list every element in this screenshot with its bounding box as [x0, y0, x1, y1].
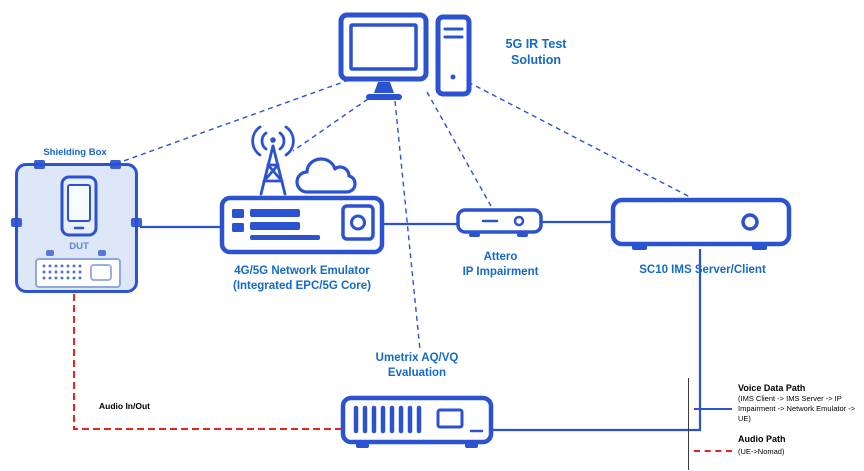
legend-audio-detail: (UE->Nomad) [738, 447, 785, 456]
antenna-tower-icon [251, 125, 295, 196]
shielding-box: DUT [11, 160, 142, 293]
tower-icon [435, 14, 472, 97]
attero-label-line2: IP Impairment [462, 265, 539, 278]
test-pc-icon [338, 12, 472, 100]
dut-phone-icon [60, 175, 98, 237]
monitor-icon [338, 12, 429, 100]
link-sc10-umetrix [492, 249, 702, 432]
network-emulator-icon [219, 195, 385, 255]
network-emulator-label-line1: 4G/5G Network Emulator [234, 265, 370, 277]
shieldbox-clamp [11, 218, 22, 227]
test-solution-label: 5G IR Test Solution [481, 36, 591, 68]
audio-interface-panel [35, 258, 121, 288]
link-pc-emulator [292, 98, 369, 152]
link-pc-sc10 [467, 81, 691, 198]
legend-audio-title: Audio Path [738, 434, 786, 444]
shieldbox-clamp [110, 160, 121, 169]
link-pc-shieldbox [117, 79, 350, 164]
test-solution-label-line1: 5G IR Test [505, 37, 567, 51]
vent-slots-icon [353, 405, 422, 434]
legend-voice-detail: (IMS Client -> IMS Server -> IP Impairme… [738, 394, 856, 423]
sc10-label: SC10 IMS Server/Client [639, 264, 766, 276]
test-solution-label-line2: Solution [511, 53, 561, 67]
link-pc-attero [426, 91, 492, 207]
audio-path-swatch [694, 450, 732, 452]
umetrix-device-icon [340, 395, 494, 448]
shielding-box-label: Shielding Box [43, 147, 107, 158]
attero-label-line1: Attero [483, 251, 518, 263]
control-links [117, 79, 691, 351]
cloud-icon [295, 157, 357, 194]
dut-label: DUT [69, 241, 89, 252]
network-emulator-label: 4G/5G Network Emulator (Integrated EPC/5… [212, 264, 392, 293]
shieldbox-clamp [131, 218, 142, 227]
umetrix-label: Umetrix AQ/VQ Evaluation [352, 351, 482, 380]
shieldbox-clamp [34, 160, 45, 169]
link-pc-umetrix [394, 100, 421, 351]
legend: Voice Data Path (IMS Client -> IMS Serve… [688, 378, 860, 470]
speaker-grille-icon [42, 264, 112, 281]
voice-path-swatch [694, 408, 732, 410]
radio-access-icons [251, 125, 357, 196]
umetrix-label-line2: Evaluation [387, 366, 447, 379]
umetrix-label-line1: Umetrix AQ/VQ [375, 352, 459, 364]
network-emulator-label-line2: (Integrated EPC/5G Core) [232, 279, 372, 292]
attero-label: Attero IP Impairment [448, 250, 553, 279]
audio-path-line [73, 294, 342, 430]
attero-device-icon [456, 208, 543, 237]
shieldbox-clamp [46, 250, 54, 256]
sc10-device-icon [610, 197, 792, 250]
legend-voice-title: Voice Data Path [738, 383, 806, 393]
audio-in-out-label: Audio In/Out [99, 401, 150, 411]
shieldbox-clamp [98, 250, 106, 256]
voice-data-path-lines [140, 220, 702, 432]
